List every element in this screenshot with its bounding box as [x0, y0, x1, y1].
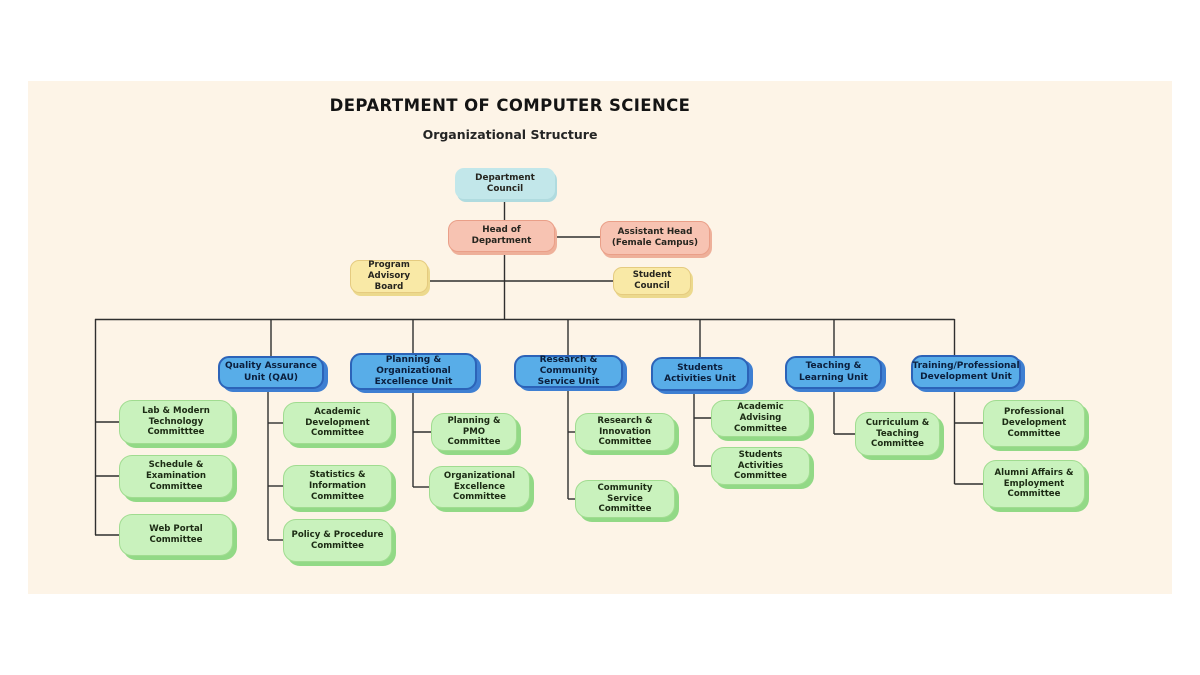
committee-research-innovation: Research & Innovation Committee	[575, 413, 675, 451]
node-department-council: Department Council	[455, 168, 555, 199]
unit-teaching-learning: Teaching & Learning Unit	[785, 356, 882, 389]
committee-planning-pmo: Planning & PMO Committee	[431, 413, 517, 451]
unit-training-professional-development: Training/Professional Development Unit	[911, 355, 1021, 389]
committee-students-activities: Students Activities Committee	[711, 447, 810, 485]
node-assistant-head: Assistant Head (Female Campus)	[600, 221, 710, 255]
committee-alumni-affairs-employment: Alumni Affairs & Employment Committee	[983, 460, 1085, 508]
committee-curriculum-teaching: Curriculum & Teaching Committee	[855, 412, 940, 456]
committee-policy-procedure: Policy & Procedure Committee	[283, 519, 392, 562]
committee-academic-advising: Academic Advising Committee	[711, 400, 810, 437]
committee-academic-development: Academic Development Committee	[283, 402, 392, 444]
committee-lab-modern-technology: Lab & Modern Technology Committtee	[119, 400, 233, 444]
page-subtitle: Organizational Structure	[422, 127, 598, 142]
unit-research-community-service: Research & Community Service Unit	[514, 355, 623, 388]
unit-students-activities: Students Activities Unit	[651, 357, 749, 391]
node-head-of-department: Head of Department	[448, 220, 555, 252]
committee-community-service: Community Service Committee	[575, 480, 675, 518]
node-program-advisory-board: Program Advisory Board	[350, 260, 428, 293]
committee-organizational-excellence: Organizational Excellence Committee	[429, 466, 530, 508]
committee-professional-development: Professional Development Committee	[983, 400, 1085, 447]
unit-quality-assurance: Quality Assurance Unit (QAU)	[218, 356, 324, 389]
committee-statistics-information: Statistics & Information Committee	[283, 465, 392, 508]
node-student-council: Student Council	[613, 267, 691, 295]
committee-schedule-examination: Schedule & Examination Committee	[119, 455, 233, 498]
unit-planning-organizational-excellence: Planning & Organizational Excellence Uni…	[350, 353, 477, 390]
committee-web-portal: Web Portal Committee	[119, 514, 233, 556]
page-title: DEPARTMENT OF COMPUTER SCIENCE	[329, 96, 691, 115]
